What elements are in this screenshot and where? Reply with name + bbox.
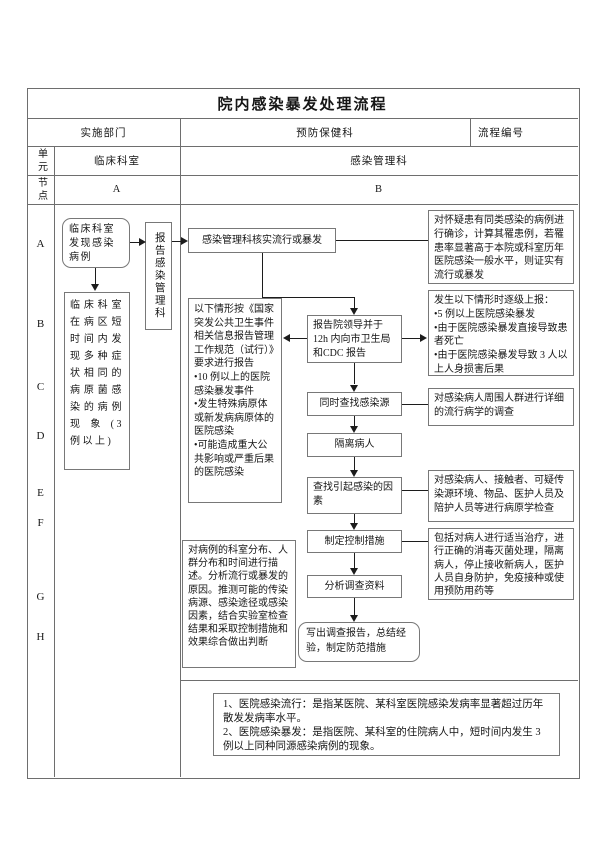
find-source-node: 同时查找感染源	[307, 392, 402, 416]
escalate-box: 发生以下情形时逐级上报： •5 例以上医院感染暴发 •由于医院感染暴发直接导致患…	[428, 290, 574, 376]
connector-start-to-discover	[95, 268, 96, 284]
unit-col-a: 临床科室	[94, 156, 140, 167]
connector-control-to-analyze	[354, 553, 355, 568]
connector-verify-elbow-down	[262, 253, 263, 297]
unit-label: 单元	[27, 146, 54, 175]
page-border	[27, 88, 580, 779]
unit-col-b: 感染管理科	[350, 156, 408, 167]
connector-leaders-to-escalate	[402, 338, 421, 339]
code-label: 流程编号	[478, 127, 524, 139]
connector-verify-to-confirm-note	[336, 240, 428, 241]
discover-cases-node: 临床科室在病区短时间内发现多种症状相同的病原菌感染的病例现象(3 例以上)	[64, 292, 130, 470]
connector-leaders-to-findsource	[354, 363, 355, 384]
connector-findsource-to-episurvey	[402, 404, 428, 405]
grid-line-ruler-divider	[54, 146, 55, 777]
arrowhead-leaders-to-escalate	[420, 334, 427, 342]
arrowhead-control-to-analyze	[350, 568, 358, 575]
find-factors-node: 查找引起感染的因素	[307, 477, 402, 514]
grid-line-unit-bottom	[27, 175, 578, 176]
connector-factors-to-control	[354, 514, 355, 523]
ruler-row-g: G	[36, 591, 45, 603]
ruler-row-d: D	[36, 430, 45, 442]
definitions-note-box: 1、医院感染流行：是指某医院、某科室医院感染发病率显著超过历年散发发病率水平。 …	[213, 693, 560, 756]
grid-line-notes-top	[180, 680, 578, 681]
grid-line-node-bottom	[27, 204, 578, 205]
connector-verify-to-leaders	[354, 297, 355, 309]
arrowhead-leaders-to-findsource	[350, 385, 358, 392]
arrowhead-factors-to-control	[350, 523, 358, 530]
control-note-box: 包括对病人进行适当治疗，进行正确的消毒灭菌处理，隔离病人，停止接收新病人，医护人…	[428, 528, 574, 600]
end-node: 写出调查报告，总结经验，制定防范措施	[298, 622, 420, 662]
isolate-node: 隔离病人	[307, 433, 402, 457]
analyze-note-box: 对病例的科室分布、人群分布和时间进行描述。分析流行或暴发的原因。推测可能的传染病…	[182, 540, 296, 668]
verify-outbreak-node: 感染管理科核实流行或暴发	[188, 228, 336, 253]
arrowhead-analyze-to-end	[350, 615, 358, 622]
connector-leaders-to-rule	[290, 338, 307, 339]
connector-findsource-to-isolate	[354, 416, 355, 426]
grid-line-dept-bottom	[27, 146, 578, 147]
connector-control-to-controlnote	[402, 541, 428, 542]
report-rule-box: 以下情形按《国家突发公共卫生事件相关信息报告管理工作规范（试行）》要求进行报告 …	[188, 298, 282, 503]
unit-label-text: 单元	[35, 147, 47, 174]
start-node: 临床科室发现感染病例	[62, 218, 130, 268]
ruler-row-c: C	[36, 381, 45, 393]
connector-isolate-to-factors	[354, 457, 355, 470]
node-col-a: A	[112, 184, 122, 195]
confirm-note-box: 对怀疑患有同类感染的病例进行确诊，计算其罹患例，若罹患率显著高于本院或科室历年医…	[428, 210, 574, 284]
epi-survey-box: 对感染病人周围人群进行详细的流行病学的调查	[428, 388, 574, 426]
node-label: 节点	[27, 175, 54, 204]
ruler-row-e: E	[37, 487, 44, 499]
arrowhead-leaders-to-rule	[283, 334, 290, 342]
dept-value: 预防保健科	[296, 127, 354, 139]
ruler-row-h: H	[36, 631, 45, 643]
page-title: 院内感染暴发处理流程	[217, 96, 388, 113]
grid-line-column-divider	[180, 118, 181, 777]
arrowhead-report-to-verify	[181, 237, 188, 245]
connector-report-to-verify	[172, 241, 182, 242]
connector-start-to-report	[130, 242, 140, 243]
ruler-row-b: B	[36, 318, 45, 330]
connector-analyze-to-end	[354, 598, 355, 615]
arrowhead-isolate-to-factors	[350, 470, 358, 477]
arrowhead-start-to-report	[139, 238, 146, 246]
report-to-dept-node: 报告感染管理科	[145, 222, 172, 330]
dept-label: 实施部门	[80, 127, 127, 139]
node-label-text: 节点	[35, 176, 47, 203]
arrowhead-start-to-discover	[91, 284, 99, 291]
grid-line-title-bottom	[27, 118, 578, 119]
report-leaders-node: 报告院领导并于12h 内向市卫生局和CDC 报告	[307, 315, 402, 363]
analyze-node: 分析调查资料	[307, 575, 402, 598]
connector-factors-to-pathogen	[402, 490, 428, 491]
ruler-row-f: F	[37, 517, 44, 529]
pathogen-check-box: 对感染病人、接触者、可疑传染源环境、物品、医护人员及陪护人员等进行病原学检查	[428, 470, 574, 522]
connector-verify-elbow-across	[262, 297, 354, 298]
control-node: 制定控制措施	[307, 530, 402, 553]
node-col-b: B	[374, 184, 383, 195]
ruler-row-a: A	[36, 238, 45, 250]
grid-line-code-divider	[470, 118, 471, 146]
arrowhead-verify-to-leaders	[350, 308, 358, 315]
arrowhead-findsource-to-isolate	[350, 426, 358, 433]
